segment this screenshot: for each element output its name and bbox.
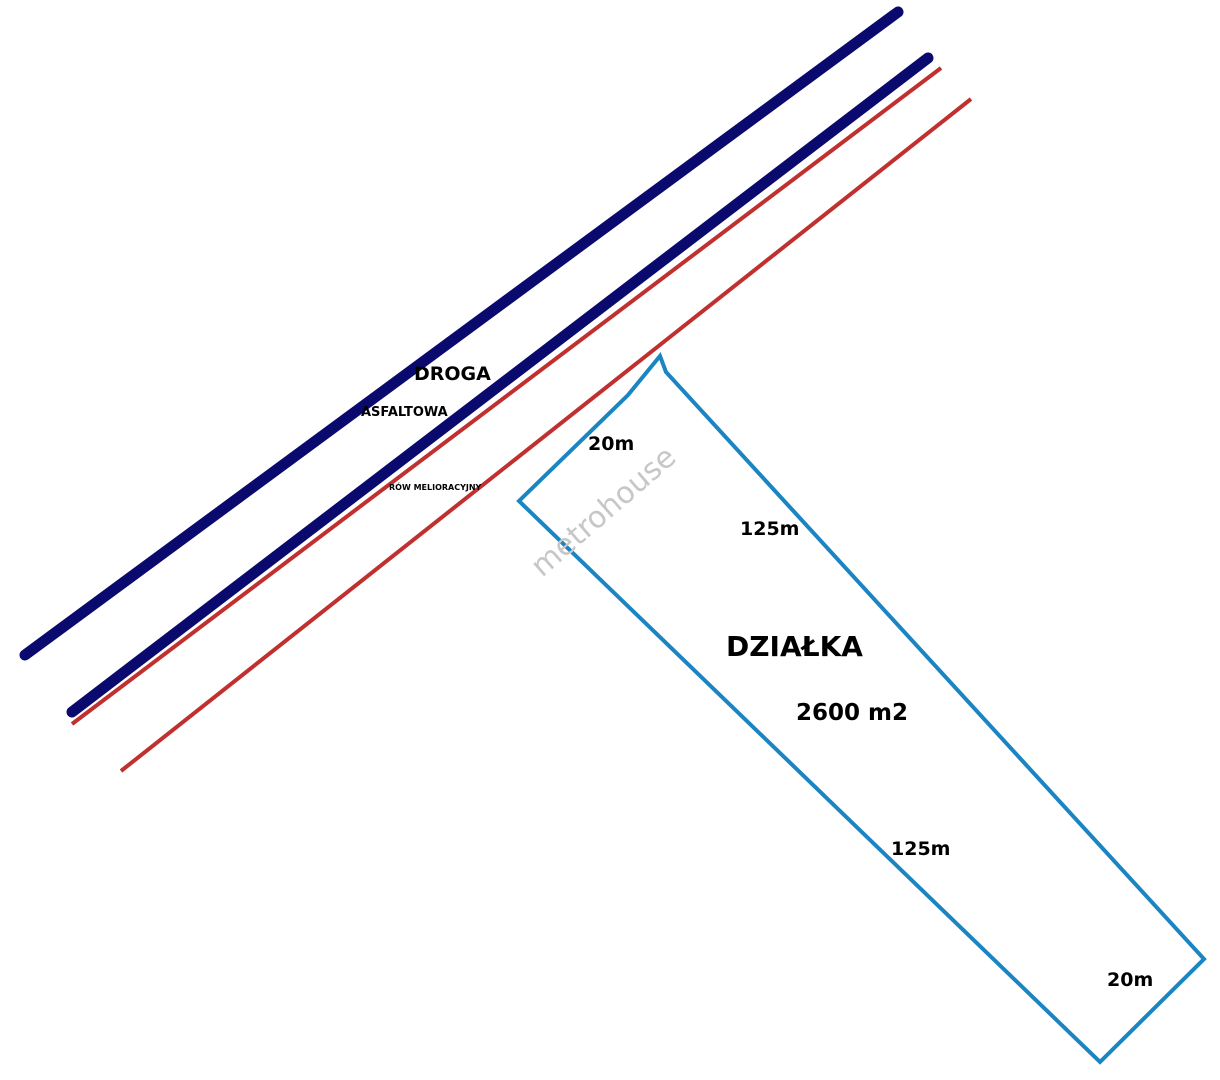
road-label-line2: ASFALTOWA	[361, 405, 448, 420]
road-edge-upper	[19, 6, 904, 661]
dimension-top-short-side: 20m	[588, 433, 634, 455]
plot-title: DZIAŁKA	[726, 630, 863, 663]
dimension-bottom-short-side: 20m	[1107, 969, 1153, 991]
dimension-long-side-upper: 125m	[740, 518, 799, 540]
dimension-long-side-lower: 125m	[891, 838, 950, 860]
road-label-line1: DROGA	[414, 363, 491, 385]
plot-area: 2600 m2	[796, 700, 908, 726]
plot-outline	[516, 352, 1207, 1065]
ditch-edge-lower	[119, 97, 973, 773]
ditch-edge-upper	[70, 66, 943, 726]
watermark-text: metrohouse	[524, 440, 683, 584]
ditch-label: RÓW MELIORACYJNY	[389, 481, 482, 492]
road-edge-lower	[66, 52, 934, 718]
